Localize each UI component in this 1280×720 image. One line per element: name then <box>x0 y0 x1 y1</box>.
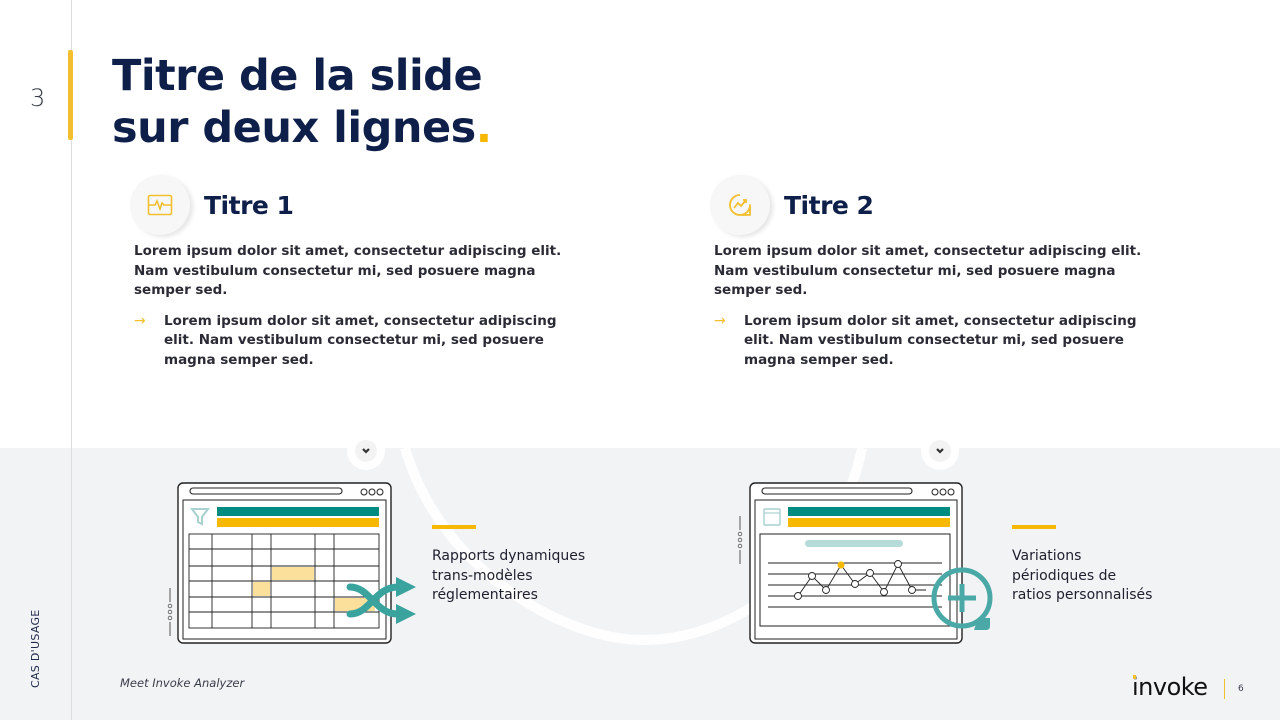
feature-text-line: Rapports dynamiques <box>432 548 586 564</box>
bullet-text: Lorem ipsum dolor sit amet, consectetur … <box>744 312 1137 368</box>
feature-text: Variations périodiques de ratios personn… <box>1012 547 1152 606</box>
title-accent-bar <box>68 50 73 140</box>
slide-title: Titre de la slide sur deux lignes. <box>112 50 492 154</box>
feature-text-line: réglementaires <box>432 587 538 603</box>
section-number: 3 <box>30 84 46 112</box>
arrow-right-icon: → <box>714 312 726 329</box>
title-line-1: Titre de la slide <box>112 51 483 101</box>
feature-accent-bar <box>432 525 476 529</box>
bullet-text: Lorem ipsum dolor sit amet, consectetur … <box>164 312 557 368</box>
column-body: Lorem ipsum dolor sit amet, consectetur … <box>134 243 562 298</box>
expand-chevron-button-2[interactable] <box>921 432 959 470</box>
column-title: Titre 2 <box>784 190 874 220</box>
feature-accent-bar <box>1012 525 1056 529</box>
trend-chart-bubble-icon <box>729 194 751 216</box>
icon-badge <box>710 175 770 235</box>
page-number: 6 <box>1238 684 1244 694</box>
title-dot: . <box>475 103 492 153</box>
left-margin-divider <box>71 0 72 720</box>
feature-text-line: trans-modèles <box>432 567 533 584</box>
expand-chevron-button-1[interactable] <box>347 432 385 470</box>
feature-label-1: Rapports dynamiques trans-modèles réglem… <box>432 525 585 606</box>
feature-text-line: périodiques de <box>1012 567 1117 584</box>
section-side-label: CAS D'USAGE <box>29 609 42 688</box>
column-body: Lorem ipsum dolor sit amet, consectetur … <box>714 243 1142 298</box>
footer-separator <box>1224 679 1225 699</box>
invoke-logo: invoke <box>1132 673 1208 701</box>
feature-text: Rapports dynamiques trans-modèles réglem… <box>432 547 585 606</box>
pulse-monitor-icon <box>147 194 173 216</box>
content-column-2: Titre 2 Lorem ipsum dolor sit amet, cons… <box>710 174 1180 370</box>
footer-note: Meet Invoke Analyzer <box>120 676 245 690</box>
chevron-down-icon <box>936 448 944 454</box>
bullet-item: → Lorem ipsum dolor sit amet, consectetu… <box>710 312 1180 371</box>
column-header: Titre 2 <box>710 174 1180 236</box>
content-column-1: Titre 1 Lorem ipsum dolor sit amet, cons… <box>130 174 600 370</box>
line-chart-zoom-illustration <box>737 482 993 644</box>
icon-badge <box>130 175 190 235</box>
column-title: Titre 1 <box>204 190 294 220</box>
bullet-item: → Lorem ipsum dolor sit amet, consectetu… <box>130 312 600 371</box>
title-line-2: sur deux lignes <box>112 103 476 153</box>
logo-accent-dot <box>1133 675 1136 679</box>
arrow-right-icon: → <box>134 312 146 329</box>
feature-text-line: Variations <box>1012 548 1082 564</box>
feature-text-line: ratios personnalisés <box>1012 587 1153 603</box>
chevron-down-icon <box>362 448 370 454</box>
feature-label-2: Variations périodiques de ratios personn… <box>1012 525 1152 606</box>
column-header: Titre 1 <box>130 174 600 236</box>
spreadsheet-shuffle-illustration <box>167 482 416 644</box>
